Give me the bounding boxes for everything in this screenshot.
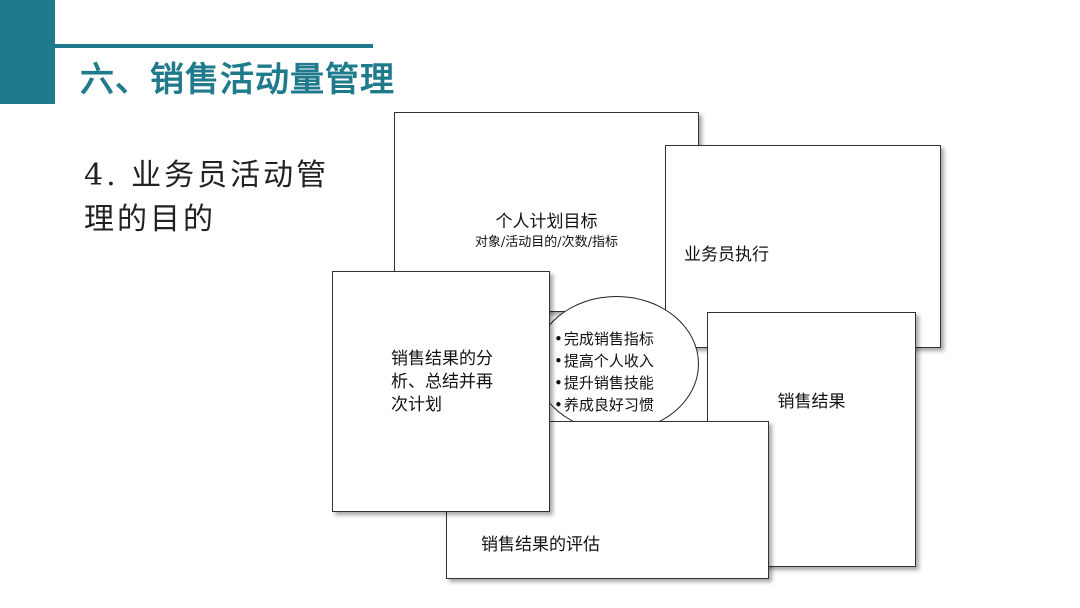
corner-accent-block [0, 0, 55, 104]
analysis-card: 销售结果的分析、总结并再次计划 [332, 271, 550, 512]
result-card-label: 销售结果 [777, 392, 846, 412]
goal-item: 完成销售指标 [554, 328, 654, 350]
analysis-card-label: 销售结果的分析、总结并再次计划 [391, 349, 493, 415]
goal-item: 提升销售技能 [554, 372, 654, 394]
evaluation-card-label: 销售结果的评估 [481, 535, 600, 555]
goal-item: 提高个人收入 [554, 350, 654, 372]
goals-list: 完成销售指标 提高个人收入 提升销售技能 养成良好习惯 [554, 328, 654, 416]
plan-card-title: 个人计划目标 [495, 212, 598, 232]
page-title: 六、销售活动量管理 [80, 60, 395, 100]
plan-card-subtitle: 对象/活动目的/次数/指标 [474, 235, 619, 250]
execution-card-label: 业务员执行 [684, 245, 769, 265]
title-underline [55, 44, 373, 48]
section-subtitle: 4. 业务员活动管理的目的 [84, 158, 330, 237]
goal-item: 养成良好习惯 [554, 394, 654, 416]
